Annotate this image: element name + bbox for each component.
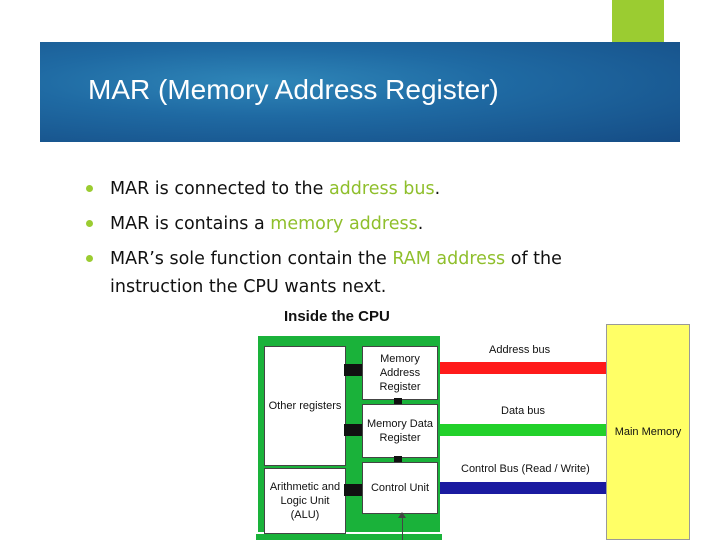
data-bus-label: Data bus xyxy=(501,405,546,417)
connector xyxy=(344,484,362,496)
bullet-icon xyxy=(86,255,93,262)
bullet-text: MAR is contains a memory address. xyxy=(110,214,424,234)
bullet-icon xyxy=(86,185,93,192)
connector xyxy=(344,364,362,376)
clock-arrow xyxy=(402,516,403,540)
title-banner xyxy=(40,42,680,142)
control-bus-line xyxy=(440,482,606,494)
connector xyxy=(394,456,402,462)
slide-title: MAR (Memory Address Register) xyxy=(88,74,499,105)
mdr-box: Memory Data Register xyxy=(362,404,438,458)
cpu-block-bottom xyxy=(256,534,442,540)
other-registers-box: Other registers xyxy=(264,346,346,466)
bullet-text: MAR’s sole function contain the RAM addr… xyxy=(110,249,562,297)
cpu-diagram: Inside the CPU Other registers Arithmeti… xyxy=(256,306,696,540)
arrow-head-icon xyxy=(398,512,406,518)
diagram-title: Inside the CPU xyxy=(284,308,390,325)
control-unit-box: Control Unit xyxy=(362,462,438,514)
alu-box: Arithmetic and Logic Unit (ALU) xyxy=(264,468,346,534)
mar-box: Memory Address Register xyxy=(362,346,438,400)
connector xyxy=(394,398,402,404)
control-bus-label: Control Bus (Read / Write) xyxy=(461,463,590,475)
bullet-text: MAR is connected to the address bus. xyxy=(110,179,441,199)
data-bus-line xyxy=(440,424,606,436)
address-bus-line xyxy=(440,362,606,374)
address-bus-label: Address bus xyxy=(489,344,551,356)
main-memory-box: Main Memory xyxy=(606,324,690,540)
bullet-icon xyxy=(86,220,93,227)
connector xyxy=(344,424,362,436)
